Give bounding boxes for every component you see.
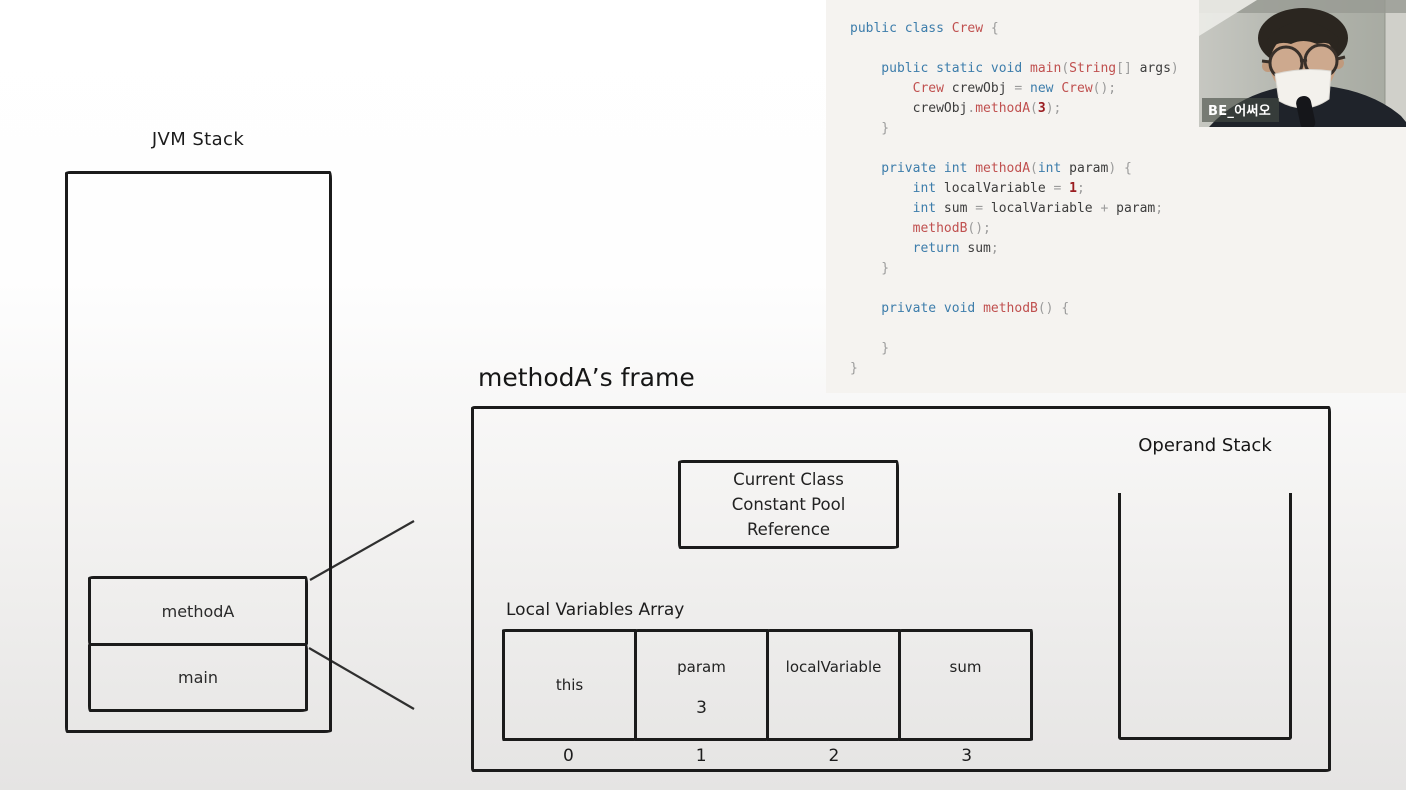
jvm-stack-box: [65, 171, 332, 733]
variable-name: param: [677, 658, 726, 676]
light-wedge: [1199, 0, 1257, 36]
methoda-frame-title: methodA’s frame: [478, 363, 695, 392]
variable-value: 3: [696, 698, 707, 718]
code-line: public class Crew {: [850, 21, 999, 36]
code-line: [850, 319, 1179, 339]
variable-name: localVariable: [785, 658, 882, 676]
code-line: private int methodA(int param) {: [850, 161, 1132, 176]
code-line: [850, 279, 1179, 299]
lva-index-row: 0 1 2 3: [502, 746, 1033, 766]
local-variables-array: this param 3 localVariable sum: [502, 629, 1033, 741]
constant-pool-line: Current Class: [733, 470, 844, 489]
variable-name: sum: [949, 658, 982, 676]
variable-name: this: [555, 676, 584, 694]
stack-frame-label: main: [178, 668, 218, 687]
code-line: }: [850, 361, 858, 376]
stack-frame-label: methodA: [161, 601, 235, 621]
operand-stack-title: Operand Stack: [1138, 435, 1272, 456]
lva-cell-sum: sum: [898, 629, 1033, 741]
constant-pool-line: Constant Pool: [731, 495, 846, 514]
lva-index: 2: [828, 746, 840, 766]
code-line: }: [850, 121, 890, 136]
lva-index: 3: [961, 746, 973, 766]
lva-cell-param: param 3: [634, 629, 769, 741]
code-line: [850, 139, 1179, 159]
face-mask: [1274, 69, 1332, 109]
code-line: int sum = localVariable + param;: [850, 201, 1164, 216]
lva-index: 1: [695, 746, 707, 766]
methoda-frame-box: [471, 406, 1331, 772]
code-line: Crew crewObj = new Crew();: [850, 81, 1117, 96]
constant-pool-reference-box: Current Class Constant Pool Reference: [678, 460, 899, 549]
code-line: return sum;: [850, 241, 999, 256]
code-line: public static void main(String[] args): [850, 61, 1179, 76]
wall-corner-strip: [1385, 0, 1406, 127]
webcam-video: [1199, 0, 1406, 127]
lva-cell-localvariable: localVariable: [766, 629, 901, 741]
webcam-overlay: BE_어써오: [1199, 0, 1406, 127]
constant-pool-line: Reference: [746, 520, 831, 539]
lva-index: 0: [562, 746, 574, 766]
local-variables-array-title: Local Variables Array: [506, 600, 685, 620]
code-line: }: [850, 341, 890, 356]
code-line: int localVariable = 1;: [850, 181, 1085, 196]
code-line: private void methodB() {: [850, 301, 1070, 316]
jvm-stack-title: JVM Stack: [151, 129, 245, 150]
operand-stack-box: [1118, 493, 1292, 740]
stack-frame-main: main: [88, 643, 308, 712]
stack-frame-methoda: methodA: [88, 576, 308, 646]
lva-cell-this: this: [502, 629, 637, 741]
code-line: methodB();: [850, 221, 991, 236]
code-line: crewObj.methodA(3);: [850, 101, 1062, 116]
code-block: public class Crew { public static void m…: [850, 19, 1179, 379]
webcam-name-badge: BE_어써오: [1202, 98, 1279, 122]
code-line: [850, 39, 1179, 59]
code-line: }: [850, 261, 890, 276]
microphone: [1296, 95, 1316, 127]
